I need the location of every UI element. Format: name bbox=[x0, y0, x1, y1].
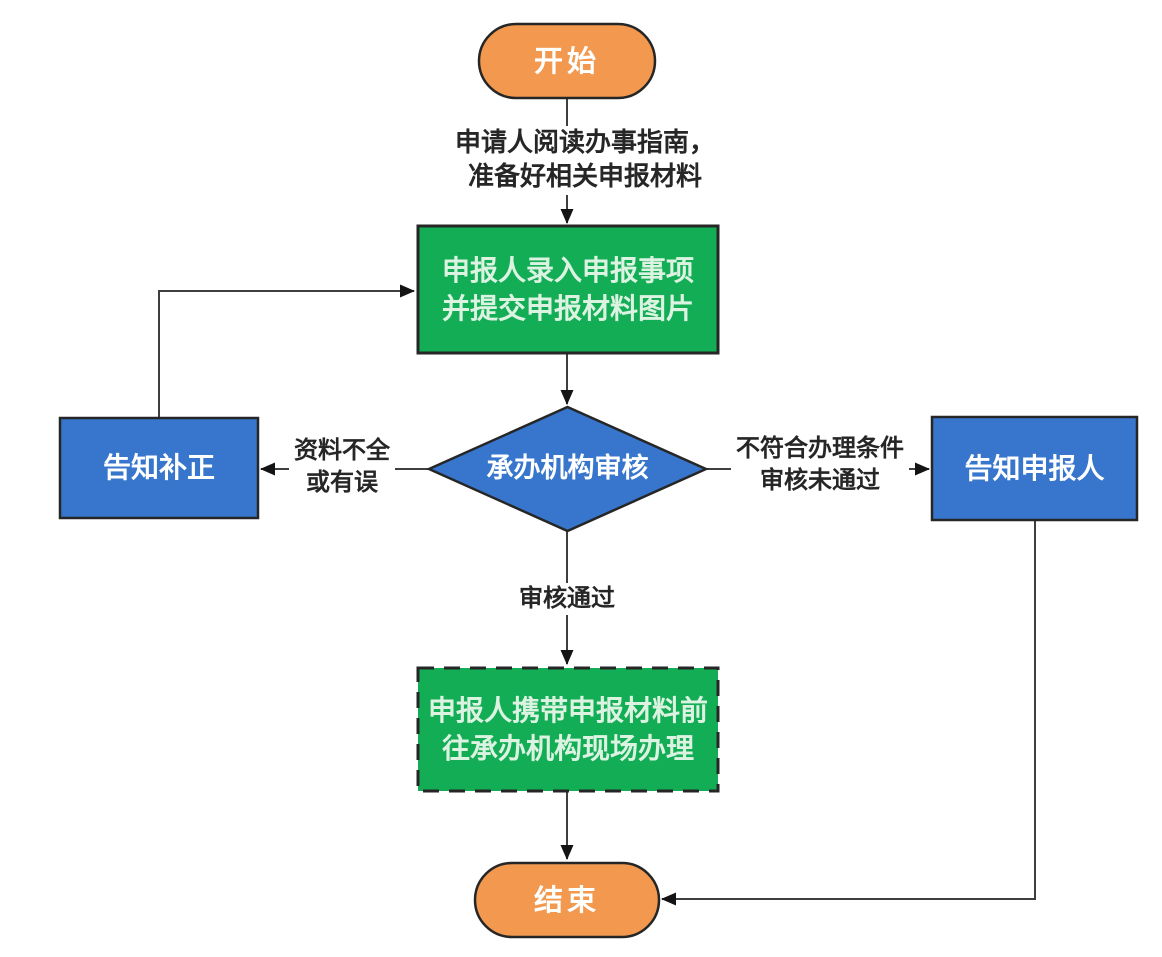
notify-correction-shape bbox=[58, 416, 260, 520]
edge-label-rejected: 不符合办理条件 审核未通过 bbox=[731, 433, 909, 497]
connector-applicant-to-end bbox=[661, 520, 1036, 906]
edge-label-incomplete: 资料不全 或有误 bbox=[289, 435, 395, 499]
review-decision-shape bbox=[425, 405, 710, 533]
start-node-shape bbox=[477, 22, 657, 100]
notify-applicant-shape bbox=[930, 415, 1139, 522]
edge-label-approved: 审核通过 bbox=[514, 583, 620, 615]
end-node-shape bbox=[473, 861, 661, 939]
onsite-node-shape bbox=[416, 666, 720, 793]
connector-correction-back-to-input bbox=[158, 284, 415, 418]
input-node-shape bbox=[416, 224, 720, 355]
edge-label-prepare: 申请人阅读办事指南， 准备好相关申报材料 bbox=[449, 126, 721, 195]
